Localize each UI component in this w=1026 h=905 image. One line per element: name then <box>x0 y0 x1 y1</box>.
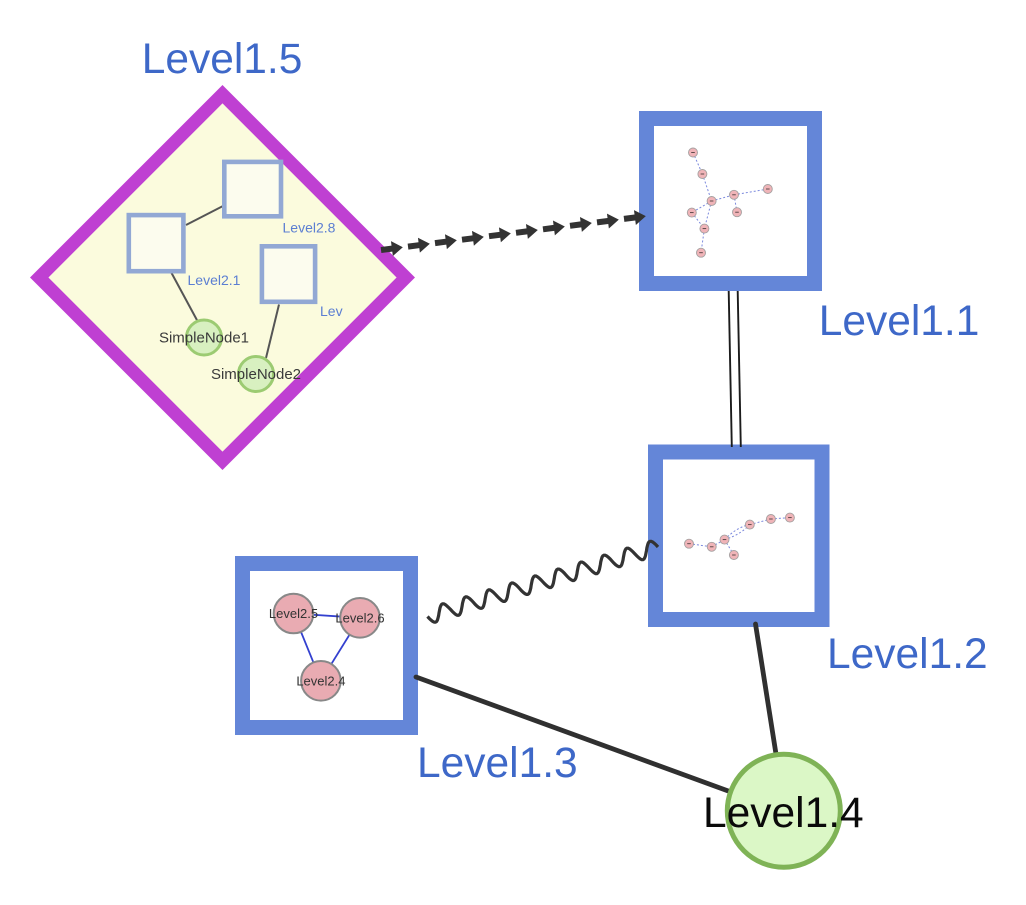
svg-text:Level2.5: Level2.5 <box>269 606 318 621</box>
svg-text:Level1.1: Level1.1 <box>819 298 980 345</box>
svg-text:SimpleNode1: SimpleNode1 <box>159 330 249 347</box>
svg-text:Level1.5: Level1.5 <box>142 36 303 83</box>
svg-text:Level1.4: Level1.4 <box>703 790 864 837</box>
svg-text:Level1.3: Level1.3 <box>417 740 578 787</box>
svg-text:SimpleNode2: SimpleNode2 <box>211 366 301 383</box>
svg-text:Level2.1: Level2.1 <box>188 272 241 288</box>
svg-text:Level1.2: Level1.2 <box>827 631 988 678</box>
svg-text:Level2.8: Level2.8 <box>283 220 336 236</box>
svg-text:Level2.4: Level2.4 <box>296 673 345 688</box>
svg-text:Level2.6: Level2.6 <box>335 610 384 625</box>
svg-text:Lev: Lev <box>320 303 343 319</box>
